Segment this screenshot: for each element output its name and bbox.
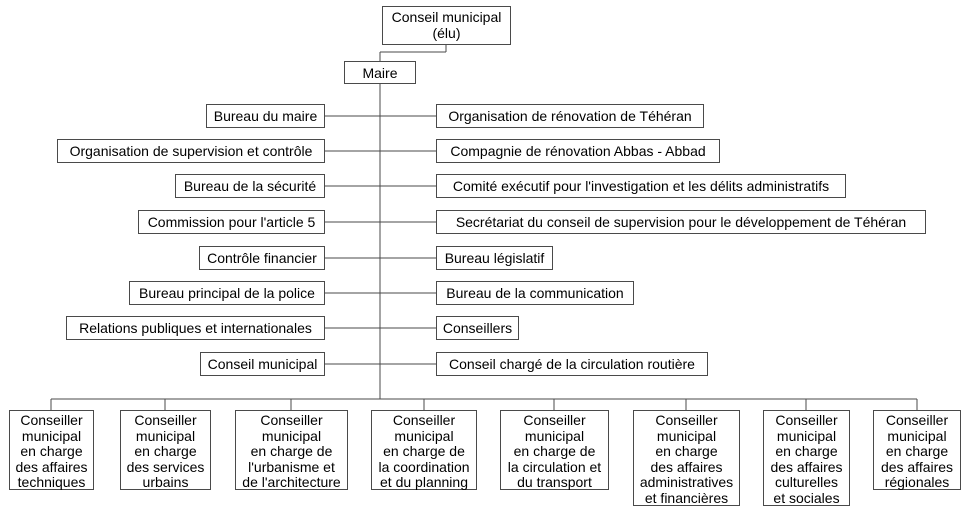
right-unit-2: Comité exécutif pour l'investigation et … [436, 174, 846, 198]
left-unit-2: Bureau de la sécurité [175, 174, 325, 198]
left-unit-6: Relations publiques et internationales [66, 316, 325, 340]
left-unit-7: Conseil municipal [200, 352, 325, 376]
councillor-box-7: Conseiller municipal en charge des affai… [873, 410, 961, 490]
right-unit-6: Conseillers [436, 316, 519, 340]
right-unit-1: Compagnie de rénovation Abbas - Abbad [436, 139, 720, 163]
right-unit-7: Conseil chargé de la circulation routièr… [436, 352, 708, 376]
left-unit-4: Contrôle financier [199, 246, 325, 270]
right-unit-3: Secrétariat du conseil de supervision po… [436, 210, 926, 234]
councillor-box-6: Conseiller municipal en charge des affai… [763, 410, 850, 506]
left-unit-5: Bureau principal de la police [129, 281, 325, 305]
councillor-box-5: Conseiller municipal en charge des affai… [633, 410, 740, 506]
councillor-box-1: Conseiller municipal en charge des servi… [120, 410, 211, 490]
councillor-box-2: Conseiller municipal en charge de l'urba… [235, 410, 348, 490]
councillor-box-3: Conseiller municipal en charge de la coo… [371, 410, 477, 490]
councillor-box-4: Conseiller municipal en charge de la cir… [500, 410, 609, 490]
right-unit-0: Organisation de rénovation de Téhéran [436, 104, 704, 128]
right-unit-4: Bureau législatif [436, 246, 553, 270]
mayor-box: Maire [344, 61, 416, 84]
right-unit-5: Bureau de la communication [436, 281, 634, 305]
councillor-box-0: Conseiller municipal en charge des affai… [9, 410, 94, 490]
left-unit-0: Bureau du maire [206, 104, 325, 128]
left-unit-1: Organisation de supervision et contrôle [57, 139, 325, 163]
left-unit-3: Commission pour l'article 5 [138, 210, 325, 234]
city-council-elected-box: Conseil municipal (élu) [382, 6, 511, 45]
